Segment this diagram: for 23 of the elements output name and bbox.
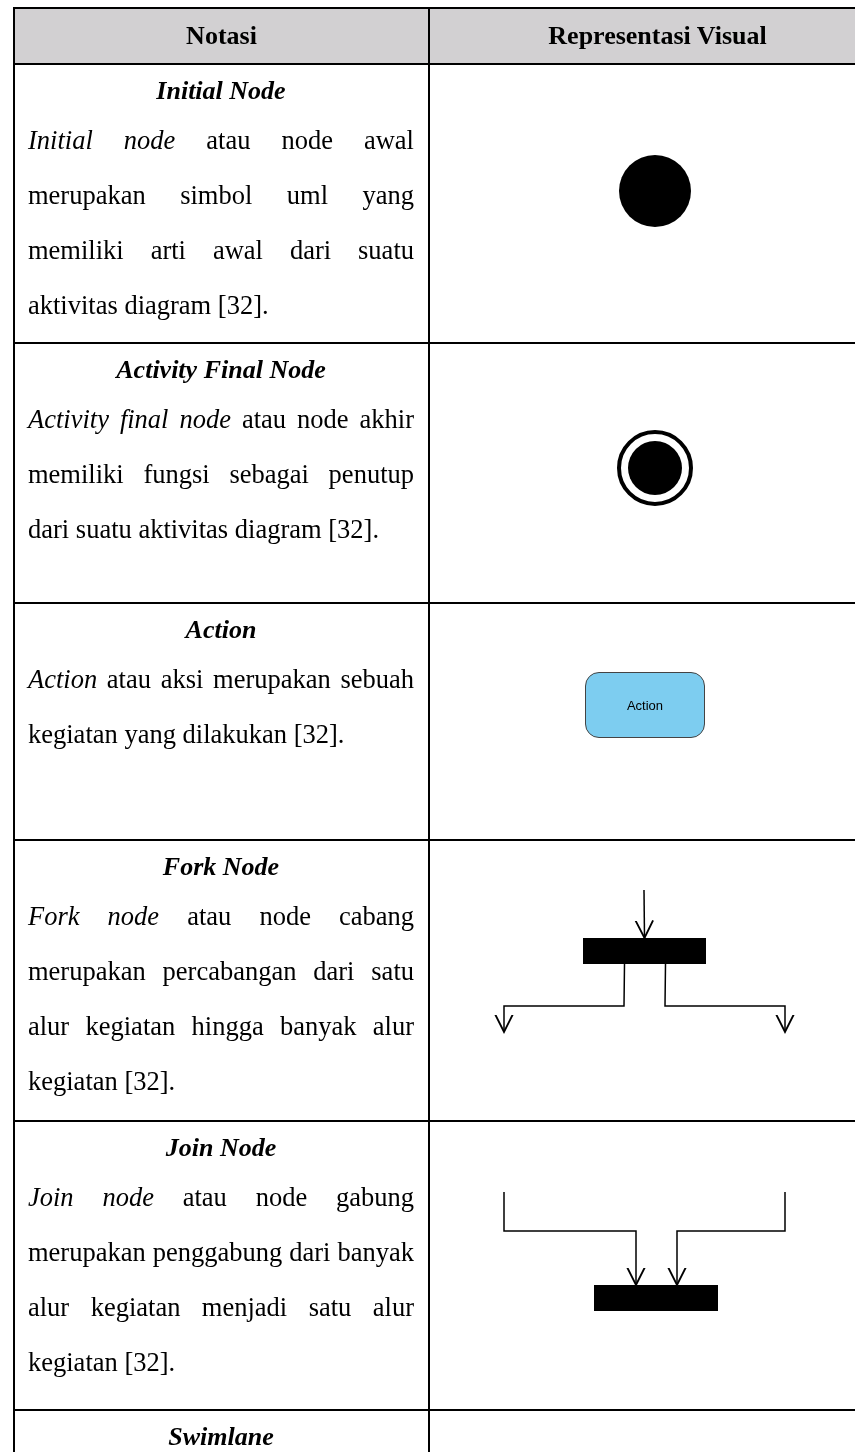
notation-description: Join node atau node gabung merupakan penggabung dari banyak alur kegiatan menjadi satu alur kegiatan [32]. bbox=[28, 1181, 414, 1379]
initial-node-symbol bbox=[619, 155, 691, 227]
notation-description: Initial node atau node awal merupakan simbol uml yang memiliki arti awal dari suatu aktivitas diagram [32]. bbox=[28, 124, 414, 322]
column-header: Notasi bbox=[15, 9, 430, 63]
synchronization-bar bbox=[594, 1285, 718, 1311]
control-flow-arrow bbox=[634, 889, 654, 939]
notation-heading: Join Node bbox=[164, 1132, 278, 1164]
control-flow-arrow bbox=[664, 963, 795, 1033]
notation-heading: Swimlane bbox=[167, 1421, 275, 1452]
notation-heading: Activity Final Node bbox=[114, 354, 327, 386]
final-node-symbol bbox=[617, 430, 693, 506]
control-flow-arrow bbox=[503, 1191, 646, 1286]
column-header: Representasi Visual bbox=[430, 9, 855, 63]
notation-heading: Initial Node bbox=[155, 75, 287, 107]
control-flow-arrow bbox=[667, 1191, 786, 1286]
notation-description: Action atau aksi merupakan sebuah kegiatan yang dilakukan [32]. bbox=[28, 663, 414, 751]
notation-heading: Fork Node bbox=[161, 851, 281, 883]
notation-description: Activity final node atau node akhir memiliki fungsi sebagai penutup dari suatu aktivitas diagram [32]. bbox=[28, 403, 414, 546]
synchronization-bar bbox=[583, 938, 706, 964]
notation-description: Fork node atau node cabang merupakan percabangan dari satu alur kegiatan hingga banyak alur kegiatan [32]. bbox=[28, 900, 414, 1098]
control-flow-arrow bbox=[494, 963, 626, 1033]
notation-heading: Action bbox=[183, 614, 258, 646]
action-node: Action bbox=[585, 672, 705, 738]
